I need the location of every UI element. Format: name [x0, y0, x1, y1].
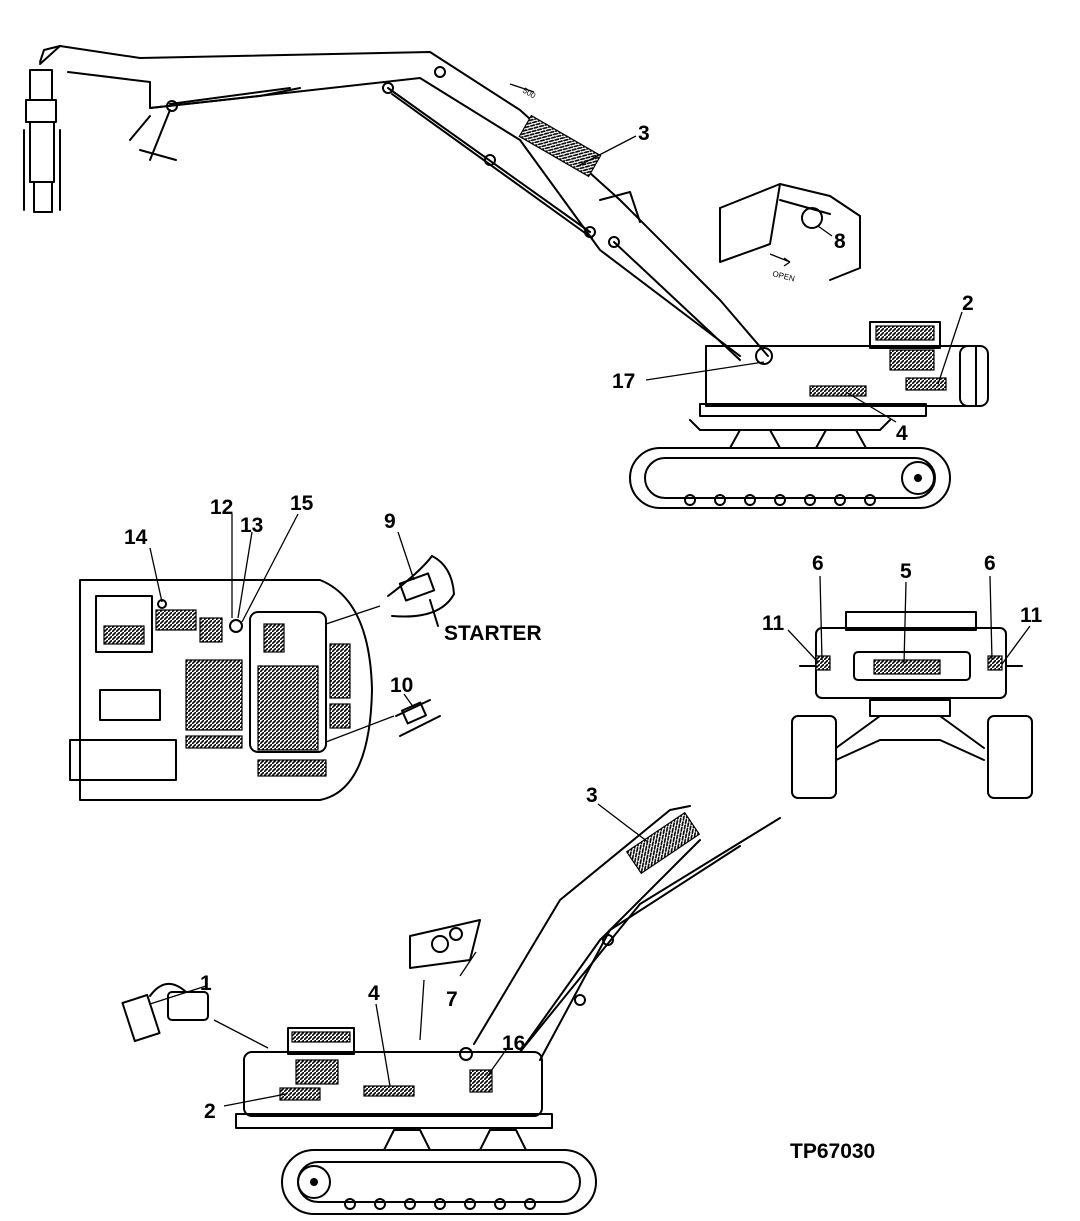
callout-11-right: 11 — [1020, 604, 1043, 627]
boom-dimension: 500 — [521, 86, 538, 101]
callout-16: 16 — [502, 1032, 525, 1055]
callout-4-bottom: 4 — [368, 982, 380, 1005]
callout-3-top: 3 — [638, 122, 650, 145]
starter-inset — [387, 555, 455, 627]
bottom-decal-4 — [363, 1085, 415, 1097]
callout-9: 9 — [384, 510, 396, 533]
callout-15: 15 — [290, 492, 314, 515]
relay-inset — [395, 699, 441, 737]
rear-view-machine — [791, 611, 1033, 799]
callout-2-top: 2 — [962, 292, 974, 315]
upper-decal-4 — [809, 385, 867, 397]
track-assembly-bottom — [281, 1129, 597, 1215]
bottom-view-machine — [235, 805, 781, 1215]
upper-decal-2 — [905, 377, 947, 391]
bottom-decal-16 — [469, 1069, 493, 1093]
boom-decal-3 — [518, 114, 602, 178]
boom-bottom-edge — [67, 71, 741, 357]
callout-12: 12 — [210, 496, 233, 519]
leader-lines — [149, 135, 1031, 1107]
callouts: 3 8 2 17 4 14 12 13 15 9 STARTER 10 6 5 … — [124, 122, 1043, 1163]
track-rollers-bottom — [344, 1198, 536, 1210]
boom-top-edge — [39, 45, 769, 357]
callout-2-bottom: 2 — [204, 1100, 216, 1123]
track-rollers-top — [684, 494, 876, 506]
callout-4-top: 4 — [896, 422, 908, 445]
rear-decal-6-right — [987, 655, 1003, 671]
open-label: OPEN — [772, 269, 796, 283]
callout-6-left: 6 — [812, 552, 824, 575]
upperstructure — [705, 345, 977, 407]
callout-6-right: 6 — [984, 552, 996, 575]
callout-17: 17 — [612, 370, 635, 393]
side-view-machine: 500 — [23, 45, 989, 509]
figure-id: TP67030 — [790, 1140, 875, 1163]
callout-5: 5 — [900, 560, 912, 583]
rear-decal-6-left — [815, 655, 831, 671]
callout-1: 1 — [200, 972, 212, 995]
callout-8: 8 — [834, 230, 846, 253]
callout-3-bottom: 3 — [586, 784, 598, 807]
callout-13: 13 — [240, 514, 263, 537]
battery-inset — [121, 983, 269, 1049]
grapple-head — [23, 45, 61, 213]
callout-7: 7 — [446, 988, 458, 1011]
starter-label: STARTER — [444, 622, 542, 645]
callout-11-left: 11 — [762, 612, 785, 635]
bottom-decal-2 — [279, 1087, 321, 1101]
callout-10: 10 — [390, 674, 413, 697]
door-latch-inset: OPEN — [719, 183, 861, 283]
top-view-upperstructure — [69, 579, 395, 801]
boom-decal-3-bottom — [625, 811, 701, 875]
track-assembly-top — [629, 419, 951, 509]
rear-decal-5 — [873, 659, 941, 675]
callout-14: 14 — [124, 526, 148, 549]
